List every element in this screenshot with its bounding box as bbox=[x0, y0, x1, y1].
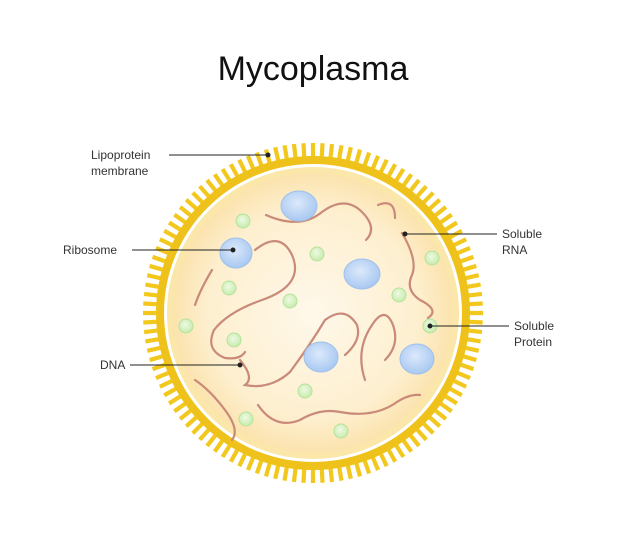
dna-strand bbox=[193, 268, 214, 307]
dna-strands bbox=[193, 202, 434, 442]
dna-strand bbox=[256, 393, 422, 424]
dna-strand bbox=[238, 312, 360, 388]
dna-strand bbox=[400, 231, 434, 320]
diagram-title: Mycoplasma bbox=[217, 50, 409, 88]
label-protein-line1: Soluble bbox=[514, 319, 554, 333]
soluble-protein bbox=[282, 293, 298, 309]
dna-strand bbox=[264, 202, 373, 242]
label-rna-line1: Soluble bbox=[502, 227, 542, 241]
label-membrane-line1: Lipoprotein bbox=[91, 148, 150, 162]
label-rna-line2: RNA bbox=[502, 243, 527, 257]
soluble-protein bbox=[297, 383, 313, 399]
ribosome bbox=[280, 190, 318, 222]
label-membrane-line2: membrane bbox=[91, 164, 149, 178]
label-protein-line2: Protein bbox=[514, 335, 552, 349]
ribosome bbox=[219, 237, 253, 269]
label-ribosome: Ribosome bbox=[63, 243, 117, 257]
soluble-protein bbox=[178, 318, 194, 334]
soluble-proteins bbox=[178, 213, 440, 439]
ribosome bbox=[399, 343, 435, 375]
soluble-protein bbox=[226, 332, 242, 348]
ribosome bbox=[343, 258, 381, 290]
soluble-protein bbox=[424, 250, 440, 266]
dna-strand bbox=[376, 202, 397, 220]
soluble-protein bbox=[238, 411, 254, 427]
soluble-protein bbox=[333, 423, 349, 439]
soluble-protein bbox=[391, 287, 407, 303]
dna-strand bbox=[360, 313, 397, 382]
lipoprotein-membrane bbox=[156, 156, 470, 470]
dna-strand bbox=[210, 240, 297, 360]
ribosome bbox=[303, 341, 339, 373]
leader-lines bbox=[130, 152, 509, 368]
label-dna: DNA bbox=[100, 358, 125, 372]
soluble-protein bbox=[309, 246, 325, 262]
dna-strand bbox=[193, 378, 236, 442]
soluble-protein bbox=[221, 280, 237, 296]
soluble-protein bbox=[235, 213, 251, 229]
ribosomes bbox=[219, 190, 435, 375]
